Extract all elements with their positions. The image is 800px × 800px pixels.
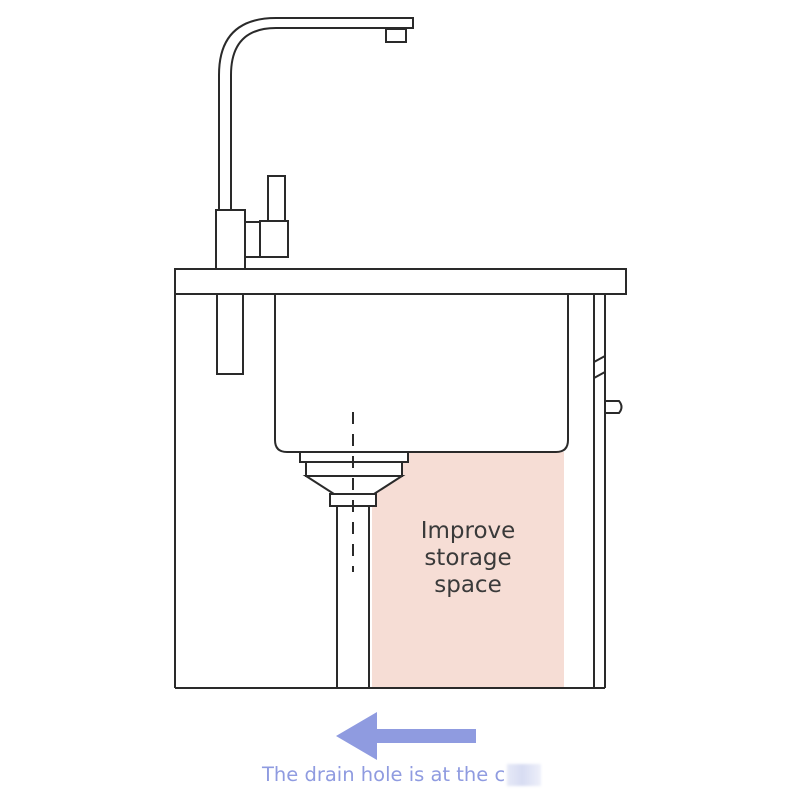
arrow-left-icon: [336, 712, 476, 760]
drain-caption: The drain hole is at the c: [262, 762, 662, 788]
faucet-icon: [215, 17, 414, 375]
countertop: [174, 268, 627, 295]
blurred-text-patch: [507, 764, 542, 786]
sink-basin: [274, 294, 569, 453]
storage-space-area: [372, 452, 564, 688]
drain-caption-text: The drain hole is at the c: [262, 763, 506, 786]
storage-label-line: Improve: [420, 518, 516, 544]
storage-label-line: storage: [424, 545, 512, 571]
cabinet: [174, 294, 623, 689]
storage-label-line: space: [434, 572, 502, 598]
storage-space-label: Improve storage space: [372, 518, 564, 599]
